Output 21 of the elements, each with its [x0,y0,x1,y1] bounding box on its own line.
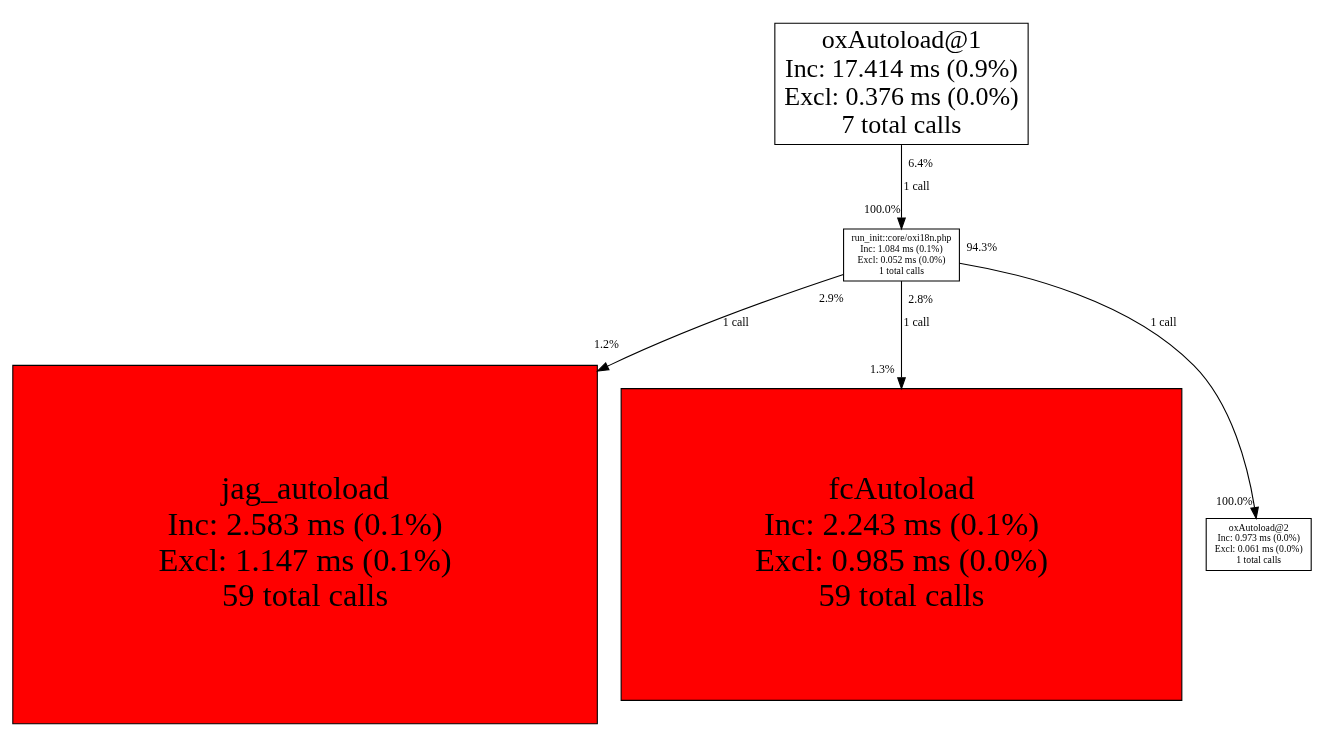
label: 6.4% [908,156,934,171]
label: 2.8% [908,292,934,307]
label: 100.0% [1216,494,1253,509]
edge-label: 1 call [722,315,749,330]
edge-label: 1 call [903,315,930,330]
node-box: oxAutoload@1 Inc: 17.414 ms (0.9%) Excl: 0.376 ms (0.0%) 7 total calls [774,22,1029,146]
edge-label: 1 call [903,178,930,193]
arrow [958,262,1259,520]
label: 100.0% [864,201,901,216]
label: 1.3% [869,361,895,376]
label: 1.2% [594,337,619,352]
node-box: jag_autoload Inc: 2.583 ms (0.1%) Excl: 1.147 ms (0.1%) 59 total calls [12,364,598,725]
arrow [896,144,907,231]
arrow [896,280,907,391]
label: 2.9% [818,290,844,305]
node-box: oxAutoload@2 Inc: 0.973 ms (0.0%) Excl: 0.061 ms (0.0%) 1 total calls [1205,518,1312,572]
arrow [596,273,844,372]
node-box: fcAutoload Inc: 2.243 ms (0.1%) Excl: 0.985 ms (0.0%) 59 total calls [620,388,1183,701]
label: 94.3% [966,239,998,254]
edge-label: 1 call [1150,315,1177,330]
node-box: run_init::core/oxi18n.php Inc: 1.084 ms (0.1%) Excl: 0.052 ms (0.0%) 1 total calls [843,228,960,282]
